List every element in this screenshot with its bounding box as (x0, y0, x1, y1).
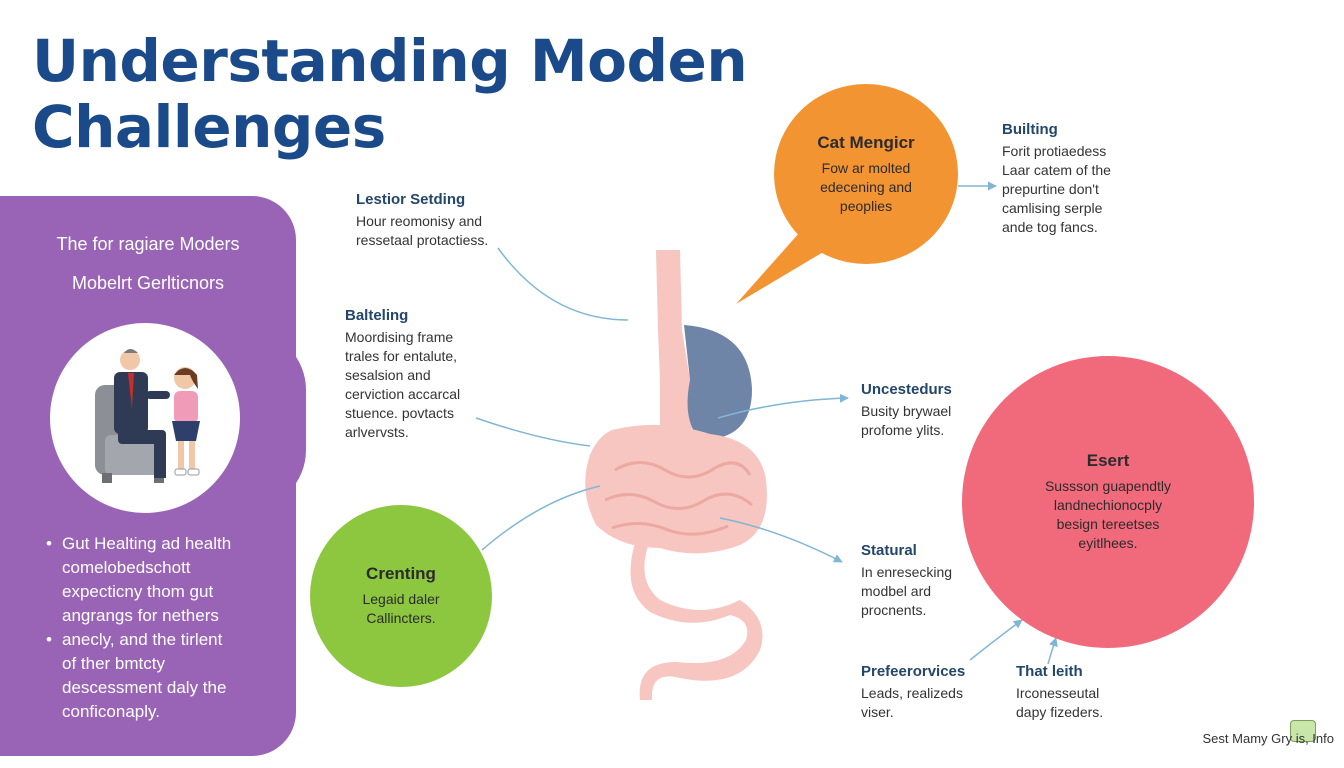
doctor-child-illustration (50, 323, 240, 513)
text-block-statural: Statural In enresecking modbel ard procn… (861, 542, 953, 618)
orange-bubble: Cat Mengicr Fow ar molted edecening and … (774, 84, 958, 264)
stomach (684, 325, 752, 440)
panel-heading-2: Mobelrt Gerlticnors (71, 273, 225, 293)
panel-list-item: descessment daly the (62, 678, 227, 697)
text-block-thatleith: That leith Irconesseutal dapy fizeders. (1016, 663, 1104, 720)
text-block-lestior: Lestior Setding Hour reomonisy and resse… (356, 191, 489, 248)
panel-list-item: angrangs for nethers (62, 606, 219, 625)
title-line-1: Understanding Moden (32, 27, 748, 95)
panel-list-item: comelobedschott (62, 558, 191, 577)
text-block-uncestedurs: Uncestedurs Busity brywael profome ylits… (861, 381, 952, 438)
large-intestine (630, 540, 763, 700)
watermark-icon (1290, 720, 1316, 742)
panel-list-item: Gut Healting ad health (46, 532, 286, 556)
text-block-balteling: Balteling Moordising frame trales for en… (345, 307, 461, 440)
text-block-builting: Builting Forit protiaedess Laar catem of… (1002, 121, 1111, 235)
info-panel-bulge (230, 330, 306, 510)
title-line-2: Challenges (32, 93, 386, 161)
text-block-preferorvices: Prefeerorvices Leads, realizeds viser. (861, 663, 966, 720)
small-intestine (585, 424, 767, 554)
red-bubble: Esert Sussson guapendtly landnechionocpl… (962, 356, 1254, 648)
panel-list-item: of ther bmtcty (62, 654, 165, 673)
panel-list-item: anecly, and the tirlent (46, 628, 286, 652)
green-bubble: Crenting Legaid daler Callincters. (310, 505, 492, 687)
panel-list-item: expecticny thom gut (62, 582, 214, 601)
orange-bubble-tail (736, 232, 830, 304)
watermark-text: Sest Mamy Gry is, Info (1202, 731, 1334, 746)
panel-list: Gut Healting ad health comelobedschott e… (46, 532, 286, 724)
panel-list-item: conficonaply. (62, 702, 160, 721)
panel-heading-1: The for ragiare Moders (56, 234, 240, 254)
page-title: Understanding Moden Challenges (32, 27, 748, 161)
